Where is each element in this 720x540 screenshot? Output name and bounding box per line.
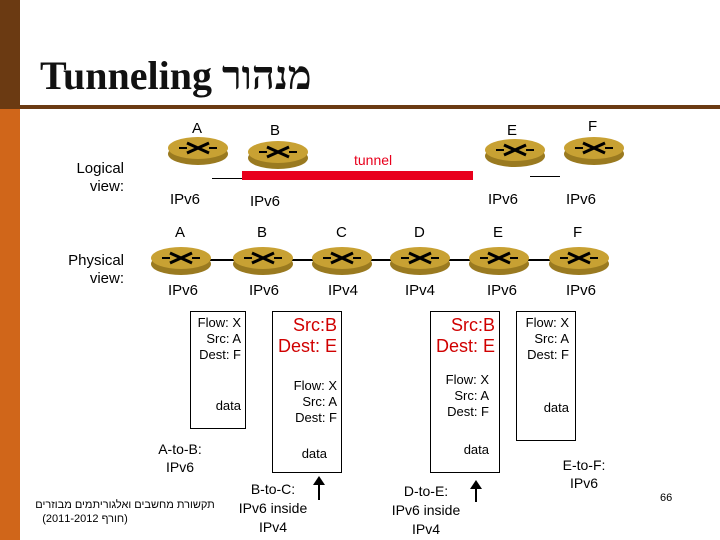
logical-router-b-name: B [270,122,281,139]
physical-router-f-icon [549,247,609,275]
packet-a-to-b-flow: Flow: X [197,315,241,330]
packet-d-to-e-inner-dest: Dest: F [447,404,489,419]
logical-router-e-proto: IPv6 [488,191,519,208]
logical-router-a-proto: IPv6 [170,191,201,208]
logical-router-a-icon [168,137,228,165]
logical-router-b-proto: IPv6 [250,193,281,210]
sidebar-decoration [0,0,20,540]
caption-d-to-e: D-to-E: IPv6 inside IPv4 [391,483,461,537]
physical-router-b-icon [233,247,293,275]
physical-router-a-name: A [175,224,186,241]
packet-e-to-f-src: Src: A [534,331,569,346]
physical-router-e-proto: IPv6 [487,282,518,299]
packet-a-to-b-src: Src: A [206,331,241,346]
logical-router-f-name: F [588,118,598,135]
page-number: 66 [660,492,673,504]
physical-router-a-icon [151,247,211,275]
arrow-b-to-c [318,484,320,500]
page-title: Tunneling מנהור [40,53,312,98]
course-name: תקשורת מחשבים ואלגוריתמים מבוזרים [35,499,215,511]
logical-router-b-icon [248,141,308,169]
packet-b-to-c-inner-flow: Flow: X [293,378,337,393]
packet-a-to-b: Flow: X Src: A Dest: F data [190,311,246,429]
logical-router-e-name: E [507,122,518,139]
caption-b-to-c: B-to-C: IPv6 inside IPv4 [238,481,308,535]
physical-router-d-icon [390,247,450,275]
physical-router-b-proto: IPv6 [249,282,280,299]
caption-a-to-b: A-to-B: IPv6 [158,441,202,475]
packet-d-to-e-dest: Dest: E [435,336,495,356]
packet-d-to-e-src: Src:B [450,315,495,335]
packet-e-to-f-data: data [543,400,569,415]
packet-b-to-c-data: data [301,446,327,461]
arrow-d-to-e-head [470,480,482,489]
physical-router-d-name: D [414,224,425,241]
physical-router-f-name: F [573,224,583,241]
arrow-d-to-e [475,488,477,502]
physical-router-c-icon [312,247,372,275]
logical-router-a-name: A [192,120,203,137]
tunnel-label: tunnel [354,152,393,168]
course-semester: (חורף 2011-2012) [42,513,128,525]
packet-e-to-f-flow: Flow: X [525,315,569,330]
physical-router-f-proto: IPv6 [566,282,597,299]
logical-router-f-icon [564,137,624,165]
physical-router-d-proto: IPv4 [405,282,436,299]
packet-e-to-f-dest: Dest: F [527,347,569,362]
physical-view-label: Physical view: [68,252,124,287]
physical-link-chain [180,259,580,261]
packet-b-to-c-src: Src:B [292,315,337,335]
logical-link-a-b [212,178,244,179]
caption-e-to-f: E-to-F: IPv6 [562,457,606,491]
packet-d-to-e: Src:B Dest: E Flow: X Src: A Dest: F dat… [430,311,500,473]
packet-b-to-c: Src:B Dest: E Flow: X Src: A Dest: F dat… [272,311,342,473]
tunnel-bar [242,171,473,180]
packet-e-to-f: Flow: X Src: A Dest: F data [516,311,576,441]
physical-router-c-proto: IPv4 [328,282,359,299]
packet-d-to-e-inner-src: Src: A [454,388,489,403]
sidebar-top-band [0,0,20,105]
logical-router-f-proto: IPv6 [566,191,597,208]
logical-router-e-icon [485,139,545,167]
logical-link-e-f [530,176,560,177]
packet-b-to-c-inner-src: Src: A [302,394,337,409]
packet-b-to-c-dest: Dest: E [277,336,337,356]
physical-router-e-icon [469,247,529,275]
physical-router-a-proto: IPv6 [168,282,199,299]
physical-router-c-name: C [336,224,347,241]
arrow-b-to-c-head [313,476,325,485]
packet-a-to-b-dest: Dest: F [199,347,241,362]
sidebar-bottom-band [0,105,20,540]
physical-router-b-name: B [257,224,268,241]
packet-b-to-c-inner-dest: Dest: F [295,410,337,425]
title-underline [0,105,720,109]
packet-a-to-b-data: data [215,398,241,413]
packet-d-to-e-inner-flow: Flow: X [445,372,489,387]
logical-view-label: Logical view: [76,160,124,195]
packet-d-to-e-data: data [463,442,489,457]
physical-router-e-name: E [493,224,504,241]
